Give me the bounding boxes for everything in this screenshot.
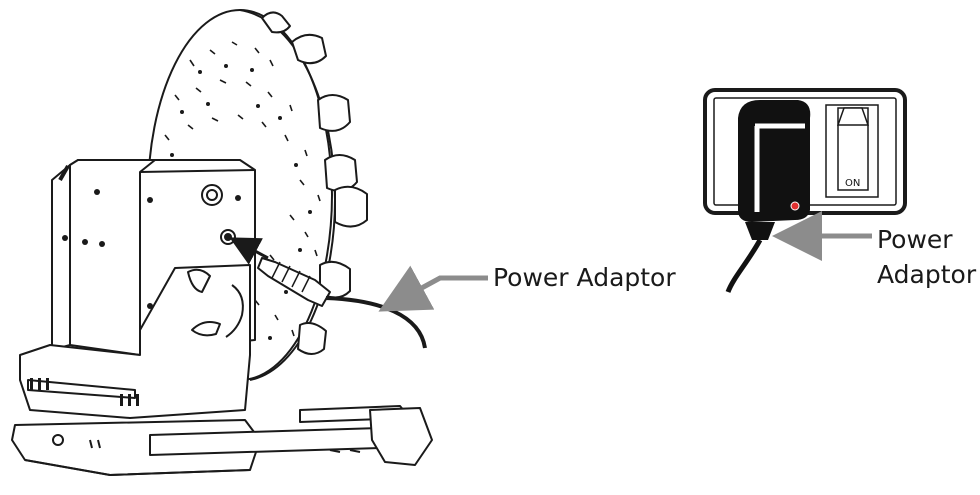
power-adaptor-label-right-line1: Power: [877, 225, 953, 254]
power-adaptor-label-right-line2: Adaptor: [877, 260, 977, 289]
power-adaptor-label-left: Power Adaptor: [493, 263, 676, 292]
motor-housing: [51, 159, 256, 356]
disc-cups: [261, 11, 368, 355]
base-frame: [11, 405, 433, 476]
pointer-arrow-left: [378, 265, 488, 312]
switch-on-label: ON: [845, 178, 861, 189]
power-adaptor-plug: [725, 100, 811, 293]
power-switch: [825, 104, 879, 198]
machine-illustration: [11, 9, 433, 476]
front-bracket: [19, 264, 251, 419]
insert-arrow: [229, 237, 269, 265]
